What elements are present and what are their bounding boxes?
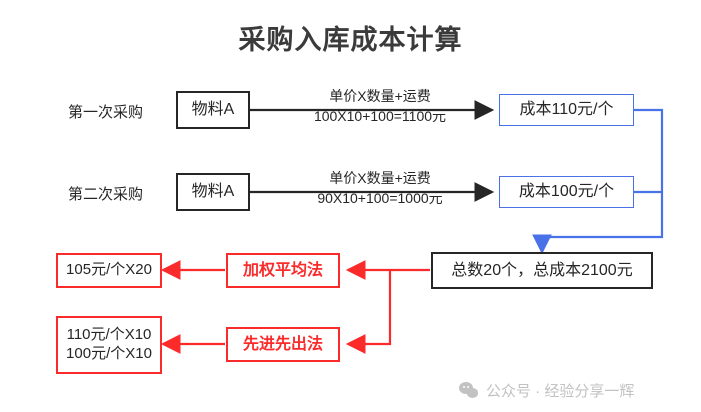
cost-box-row1-label: 成本110元/个 <box>519 101 614 118</box>
formula-row2-line2: 90X10+100=1000元 <box>317 190 443 207</box>
result-weighted-average-line1: 105元/个X20 <box>66 261 152 279</box>
page-title: 采购入库成本计算 <box>238 25 463 55</box>
watermark: 公众号 · 经验分享一辉 <box>459 380 634 401</box>
cost-box-row1: 成本110元/个 <box>499 94 634 126</box>
formula-row1-line1: 单价X数量+运费 <box>329 88 431 104</box>
row-label-second-purchase: 第二次采购 <box>68 186 144 203</box>
formula-label-row1: 单价X数量+运费 100X10+100=1100元 <box>270 86 490 127</box>
total-summary-box: 总数20个，总成本2100元 <box>431 252 653 289</box>
result-fifo-line2: 100元/个X10 <box>66 345 152 362</box>
method-box-weighted-average: 加权平均法 <box>226 253 340 288</box>
result-fifo-line1: 110元/个X10 <box>66 326 152 344</box>
watermark-text: 公众号 · 经验分享一辉 <box>486 383 635 400</box>
row-label-first-purchase: 第一次采购 <box>68 104 144 121</box>
method-box-fifo: 先进先出法 <box>226 327 340 362</box>
result-box-weighted-average: 105元/个X20 <box>56 253 162 288</box>
cost-box-row2-label: 成本100元/个 <box>518 183 615 200</box>
wechat-icon <box>459 382 479 399</box>
material-box-row2-label: 物料A <box>191 183 235 200</box>
formula-row1-line2: 100X10+100=1100元 <box>313 108 447 125</box>
method-fifo-label: 先进先出法 <box>242 335 323 353</box>
total-summary-label: 总数20个，总成本2100元 <box>451 261 633 279</box>
formula-label-row2: 单价X数量+运费 90X10+100=1000元 <box>270 168 490 209</box>
formula-row2-line1: 单价X数量+运费 <box>329 170 431 186</box>
wire-total-to-fifo <box>345 270 392 354</box>
method-weighted-average-label: 加权平均法 <box>242 261 323 279</box>
material-box-row2: 物料A <box>176 173 250 211</box>
material-box-row1-label: 物料A <box>191 101 235 118</box>
cost-box-row2: 成本100元/个 <box>499 176 634 208</box>
material-box-row1: 物料A <box>176 91 250 129</box>
result-box-fifo: 110元/个X10 100元/个X10 <box>56 316 162 374</box>
